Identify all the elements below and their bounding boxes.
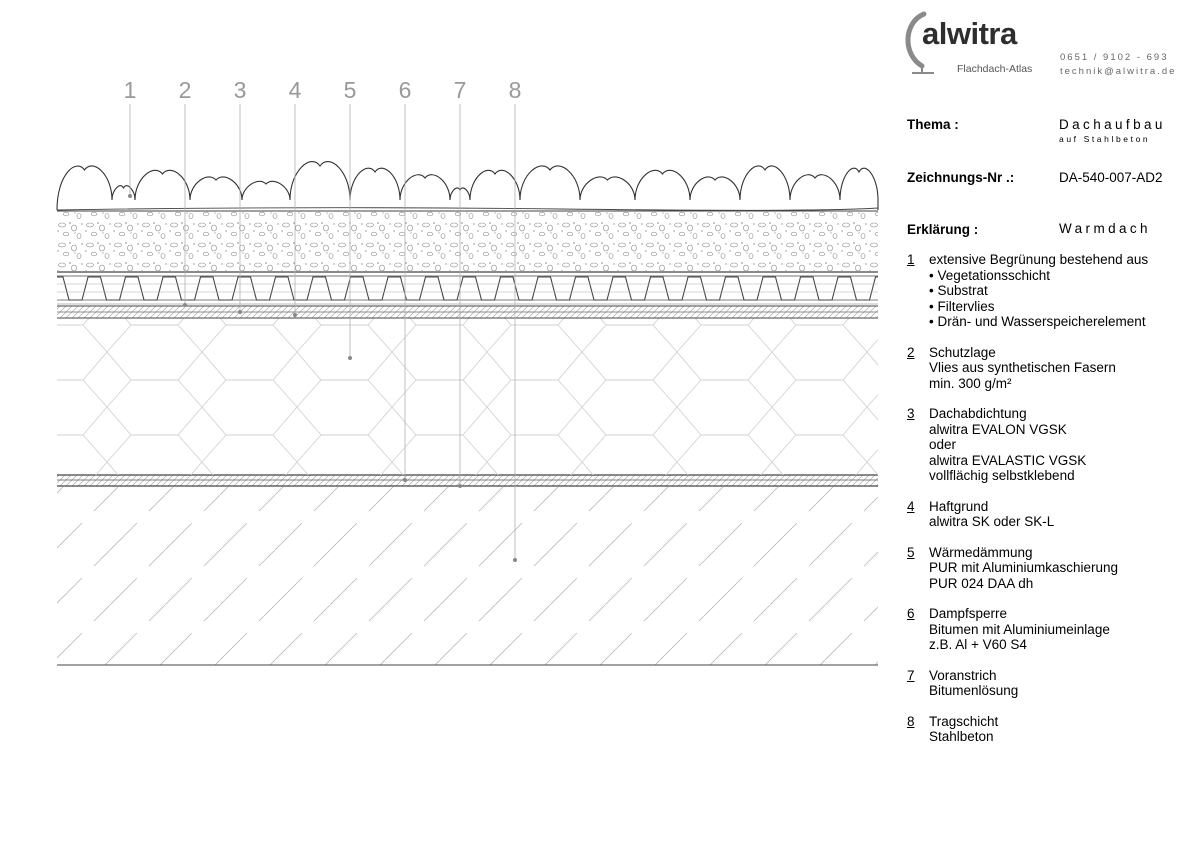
legend-number: 5	[907, 544, 915, 560]
logo-subtitle: Flachdach-Atlas	[957, 63, 1033, 75]
insulation-layer	[57, 318, 878, 475]
callout-dot-2	[183, 303, 187, 307]
legend-line: oder	[929, 437, 957, 452]
vapour-barrier-layer	[57, 475, 878, 486]
legend-line: alwitra EVALASTIC VGSK	[929, 452, 1087, 468]
callout-dot-4	[293, 313, 297, 317]
legend-line: vollflächig selbstklebend	[929, 468, 1075, 483]
legend-number: 1	[907, 252, 915, 267]
erklaerung-value: Warmdach	[1059, 221, 1151, 236]
legend-number: 4	[907, 498, 915, 514]
legend-line: Bitumenlösung	[929, 683, 1019, 698]
vegetation-outline	[56, 161, 879, 211]
legend-line: • Drän- und Wasserspeicherelement	[929, 314, 1146, 329]
drainage-profile	[57, 276, 878, 301]
callout-number-7: 7	[454, 77, 467, 103]
thema-subvalue: auf Stahlbeton	[1059, 134, 1151, 144]
legend-number: 8	[907, 713, 915, 729]
callout-dot-5	[348, 356, 352, 360]
legend-line: z.B. Al + V60 S4	[929, 637, 1027, 652]
callout-number-3: 3	[234, 77, 247, 103]
legend-line: PUR 024 DAA dh	[929, 575, 1034, 591]
legend-line: • Substrat	[929, 283, 988, 298]
drawing-number-label: Zeichnungs-Nr .:	[907, 170, 1015, 185]
callout-number-8: 8	[509, 77, 522, 103]
callout-dot-3	[238, 310, 242, 314]
legend-number: 3	[907, 406, 915, 421]
contact-email: technik@alwitra.de	[1060, 66, 1177, 77]
legend-line: • Vegetationsschicht	[929, 267, 1051, 283]
legend-title: Tragschicht	[929, 713, 999, 729]
legend-line: alwitra EVALON VGSK	[929, 421, 1067, 437]
legend-title: Schutzlage	[929, 344, 996, 360]
legend-title: Haftgrund	[929, 498, 989, 514]
legend-number: 7	[907, 667, 915, 683]
legend-line: • Filtervlies	[929, 298, 995, 314]
callout-number-5: 5	[344, 77, 357, 103]
thema-value: Dachaufbau	[1059, 117, 1166, 132]
layer-legend: 1 extensive Begrünung bestehend aus• Vege…	[907, 252, 1189, 760]
legend-line: min. 300 g/m²	[929, 375, 1012, 391]
logo-wordmark: alwitra	[922, 16, 1017, 51]
callout-number-2: 2	[179, 77, 192, 103]
legend-line: Stahlbeton	[929, 729, 994, 744]
erklaerung-label: Erklärung :	[907, 222, 979, 237]
legend-title: Dampfsperre	[929, 606, 1008, 621]
concrete-slab	[57, 487, 878, 665]
legend-line: Vlies aus synthetischen Fasern	[929, 360, 1116, 375]
thema-label: Thema :	[907, 117, 959, 132]
legend-title: Wärmedämmung	[929, 544, 1033, 560]
callout-dot-1	[128, 194, 132, 198]
vegetation-layer	[56, 161, 879, 211]
legend-number: 6	[907, 606, 915, 621]
substrate-layer	[57, 211, 878, 271]
legend-title: extensive Begrünung bestehend aus	[929, 252, 1149, 267]
contact-phone: 0651 / 9102 - 693	[1060, 52, 1169, 63]
callout-dot-6	[403, 478, 407, 482]
alwitra-logo-icon	[905, 11, 934, 74]
legend-line: alwitra SK oder SK-L	[929, 514, 1055, 529]
legend-number: 2	[907, 344, 915, 360]
callout-dot-8	[513, 558, 517, 562]
drawing-number-value: DA-540-007-AD2	[1059, 170, 1163, 185]
legend-line: PUR mit Aluminiumkaschierung	[929, 560, 1119, 575]
legend-line: Bitumen mit Aluminiumeinlage	[929, 621, 1110, 637]
callout-number-1: 1	[124, 77, 137, 103]
legend-title: Dachabdichtung	[929, 406, 1027, 421]
legend-title: Voranstrich	[929, 667, 997, 683]
callout-group: 1 2 3 4 5 6 7 8	[124, 77, 522, 562]
legend-entry-1: 1 extensive Begrünung bestehend aus• Vege…	[907, 252, 1189, 330]
callout-number-6: 6	[399, 77, 412, 103]
callout-dot-7	[458, 484, 462, 488]
drainage-element	[57, 276, 878, 301]
callout-number-4: 4	[289, 77, 302, 103]
